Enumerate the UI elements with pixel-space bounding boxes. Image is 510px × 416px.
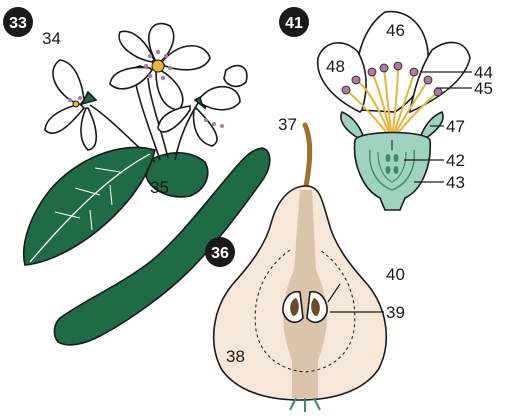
badge-33-text: 33 xyxy=(9,15,27,32)
label-43: 43 xyxy=(446,173,465,192)
label-38: 38 xyxy=(226,347,245,366)
figure-badge-36: 36 xyxy=(205,237,235,267)
sepal-right xyxy=(420,112,443,138)
badge-36-text: 36 xyxy=(211,245,229,262)
sepal-left xyxy=(341,112,364,138)
calyx-remnant xyxy=(290,398,320,412)
figure-badge-33: 33 xyxy=(3,7,33,37)
label-47: 47 xyxy=(446,117,465,136)
label-37: 37 xyxy=(278,115,297,134)
label-39: 39 xyxy=(386,303,405,322)
label-46: 46 xyxy=(386,21,405,40)
label-45: 45 xyxy=(474,79,493,98)
label-48: 48 xyxy=(326,57,345,76)
figure-badge-41: 41 xyxy=(279,7,309,37)
badge-41-text: 41 xyxy=(285,15,303,32)
label-40: 40 xyxy=(386,265,405,284)
pear-stalk xyxy=(305,125,310,186)
side-flower-left xyxy=(45,60,96,150)
label-35: 35 xyxy=(150,178,169,197)
open-flower xyxy=(110,24,210,110)
label-34: 34 xyxy=(42,29,61,48)
label-42: 42 xyxy=(446,151,465,170)
flower-bud xyxy=(224,66,247,87)
